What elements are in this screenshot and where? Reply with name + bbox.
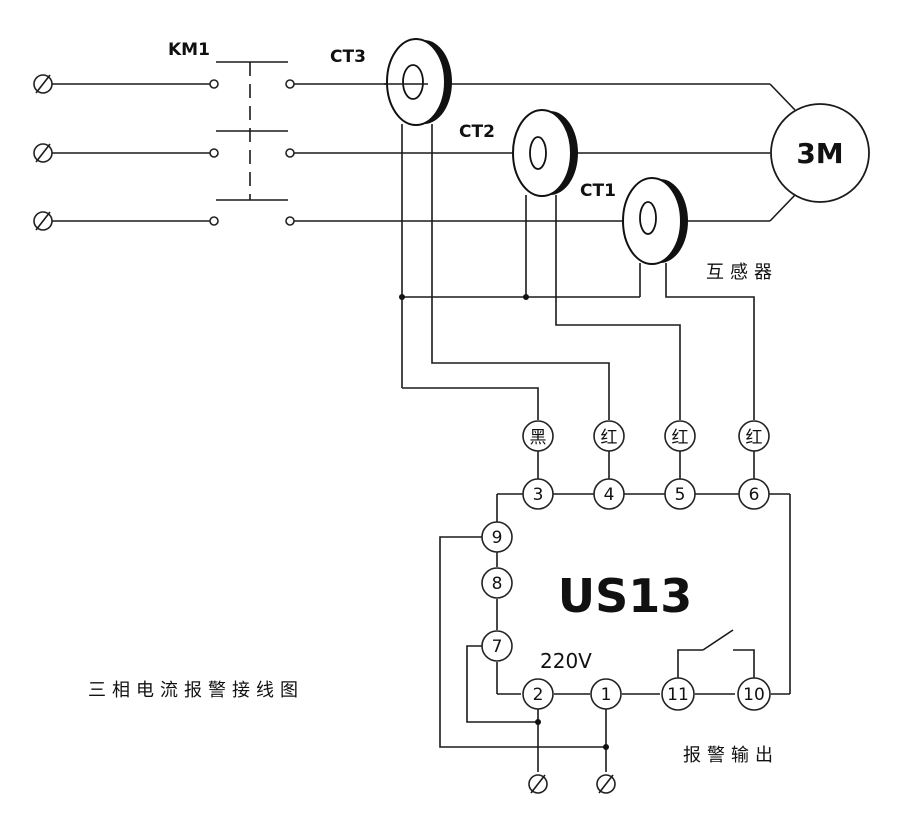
ct1-label: CT1 (580, 181, 616, 201)
terminal-7-jumper (466, 645, 538, 723)
ct2-signal-lead (555, 195, 681, 420)
ct1-transformer (622, 177, 688, 265)
wire-color-red-2: 红 (664, 420, 696, 452)
ct2-label: CT2 (459, 122, 495, 142)
diagram-title: 三相电流报警接线图 (88, 680, 304, 701)
svg-text:黑: 黑 (530, 428, 547, 448)
alarm-output-label: 报警输出 (683, 745, 779, 766)
contactor-label: KM1 (168, 40, 210, 60)
supply-terminal-l3 (33, 211, 53, 231)
ct2-transformer (512, 109, 578, 197)
ct1-signal-lead (665, 263, 755, 420)
svg-text:7: 7 (492, 637, 503, 657)
svg-text:8: 8 (492, 574, 503, 594)
motor-feed-3 (769, 194, 796, 222)
terminal-10: 10 (737, 677, 771, 711)
svg-text:红: 红 (601, 428, 618, 448)
alarm-relay-contact (677, 629, 755, 679)
ct3-transformer (384, 38, 452, 126)
svg-text:红: 红 (672, 428, 689, 448)
terminal-8: 8 (481, 567, 513, 599)
svg-text:5: 5 (675, 485, 686, 505)
wire-color-red-1: 红 (593, 420, 625, 452)
svg-text:10: 10 (743, 685, 765, 705)
wire-color-red-3: 红 (738, 420, 770, 452)
ct3-label: CT3 (330, 47, 366, 67)
svg-text:6: 6 (749, 485, 760, 505)
terminal-3: 3 (522, 478, 554, 510)
device-label: US13 (558, 569, 693, 623)
motor-label: 3M (796, 137, 843, 170)
terminal-5: 5 (664, 478, 696, 510)
terminal-4: 4 (593, 478, 625, 510)
supply-terminal-l2 (33, 143, 53, 163)
terminal-2: 2 (522, 678, 554, 710)
terminal-9-jumper (439, 536, 606, 748)
svg-text:1: 1 (601, 685, 612, 705)
svg-text:2: 2 (533, 685, 544, 705)
motor-feed-1 (769, 83, 796, 111)
common-to-black (402, 387, 539, 420)
power-terminal-2 (528, 774, 548, 794)
terminal-9: 9 (481, 521, 513, 553)
svg-text:11: 11 (667, 685, 689, 705)
ct3-signal-lead (431, 124, 610, 420)
svg-text:9: 9 (492, 528, 503, 548)
motor-3m (770, 103, 870, 203)
supply-terminal-l1 (33, 74, 53, 94)
svg-text:4: 4 (604, 485, 615, 505)
terminal-11: 11 (661, 677, 695, 711)
terminal-6: 6 (738, 478, 770, 510)
wire-color-black: 黑 (522, 420, 554, 452)
contactor-km1 (209, 61, 295, 226)
transformer-label: 互感器 (706, 262, 778, 283)
svg-text:红: 红 (746, 428, 763, 448)
voltage-label: 220V (540, 649, 592, 673)
terminal-7: 7 (481, 630, 513, 662)
terminal-1: 1 (590, 678, 622, 710)
power-terminal-1 (596, 774, 616, 794)
svg-text:3: 3 (533, 485, 544, 505)
